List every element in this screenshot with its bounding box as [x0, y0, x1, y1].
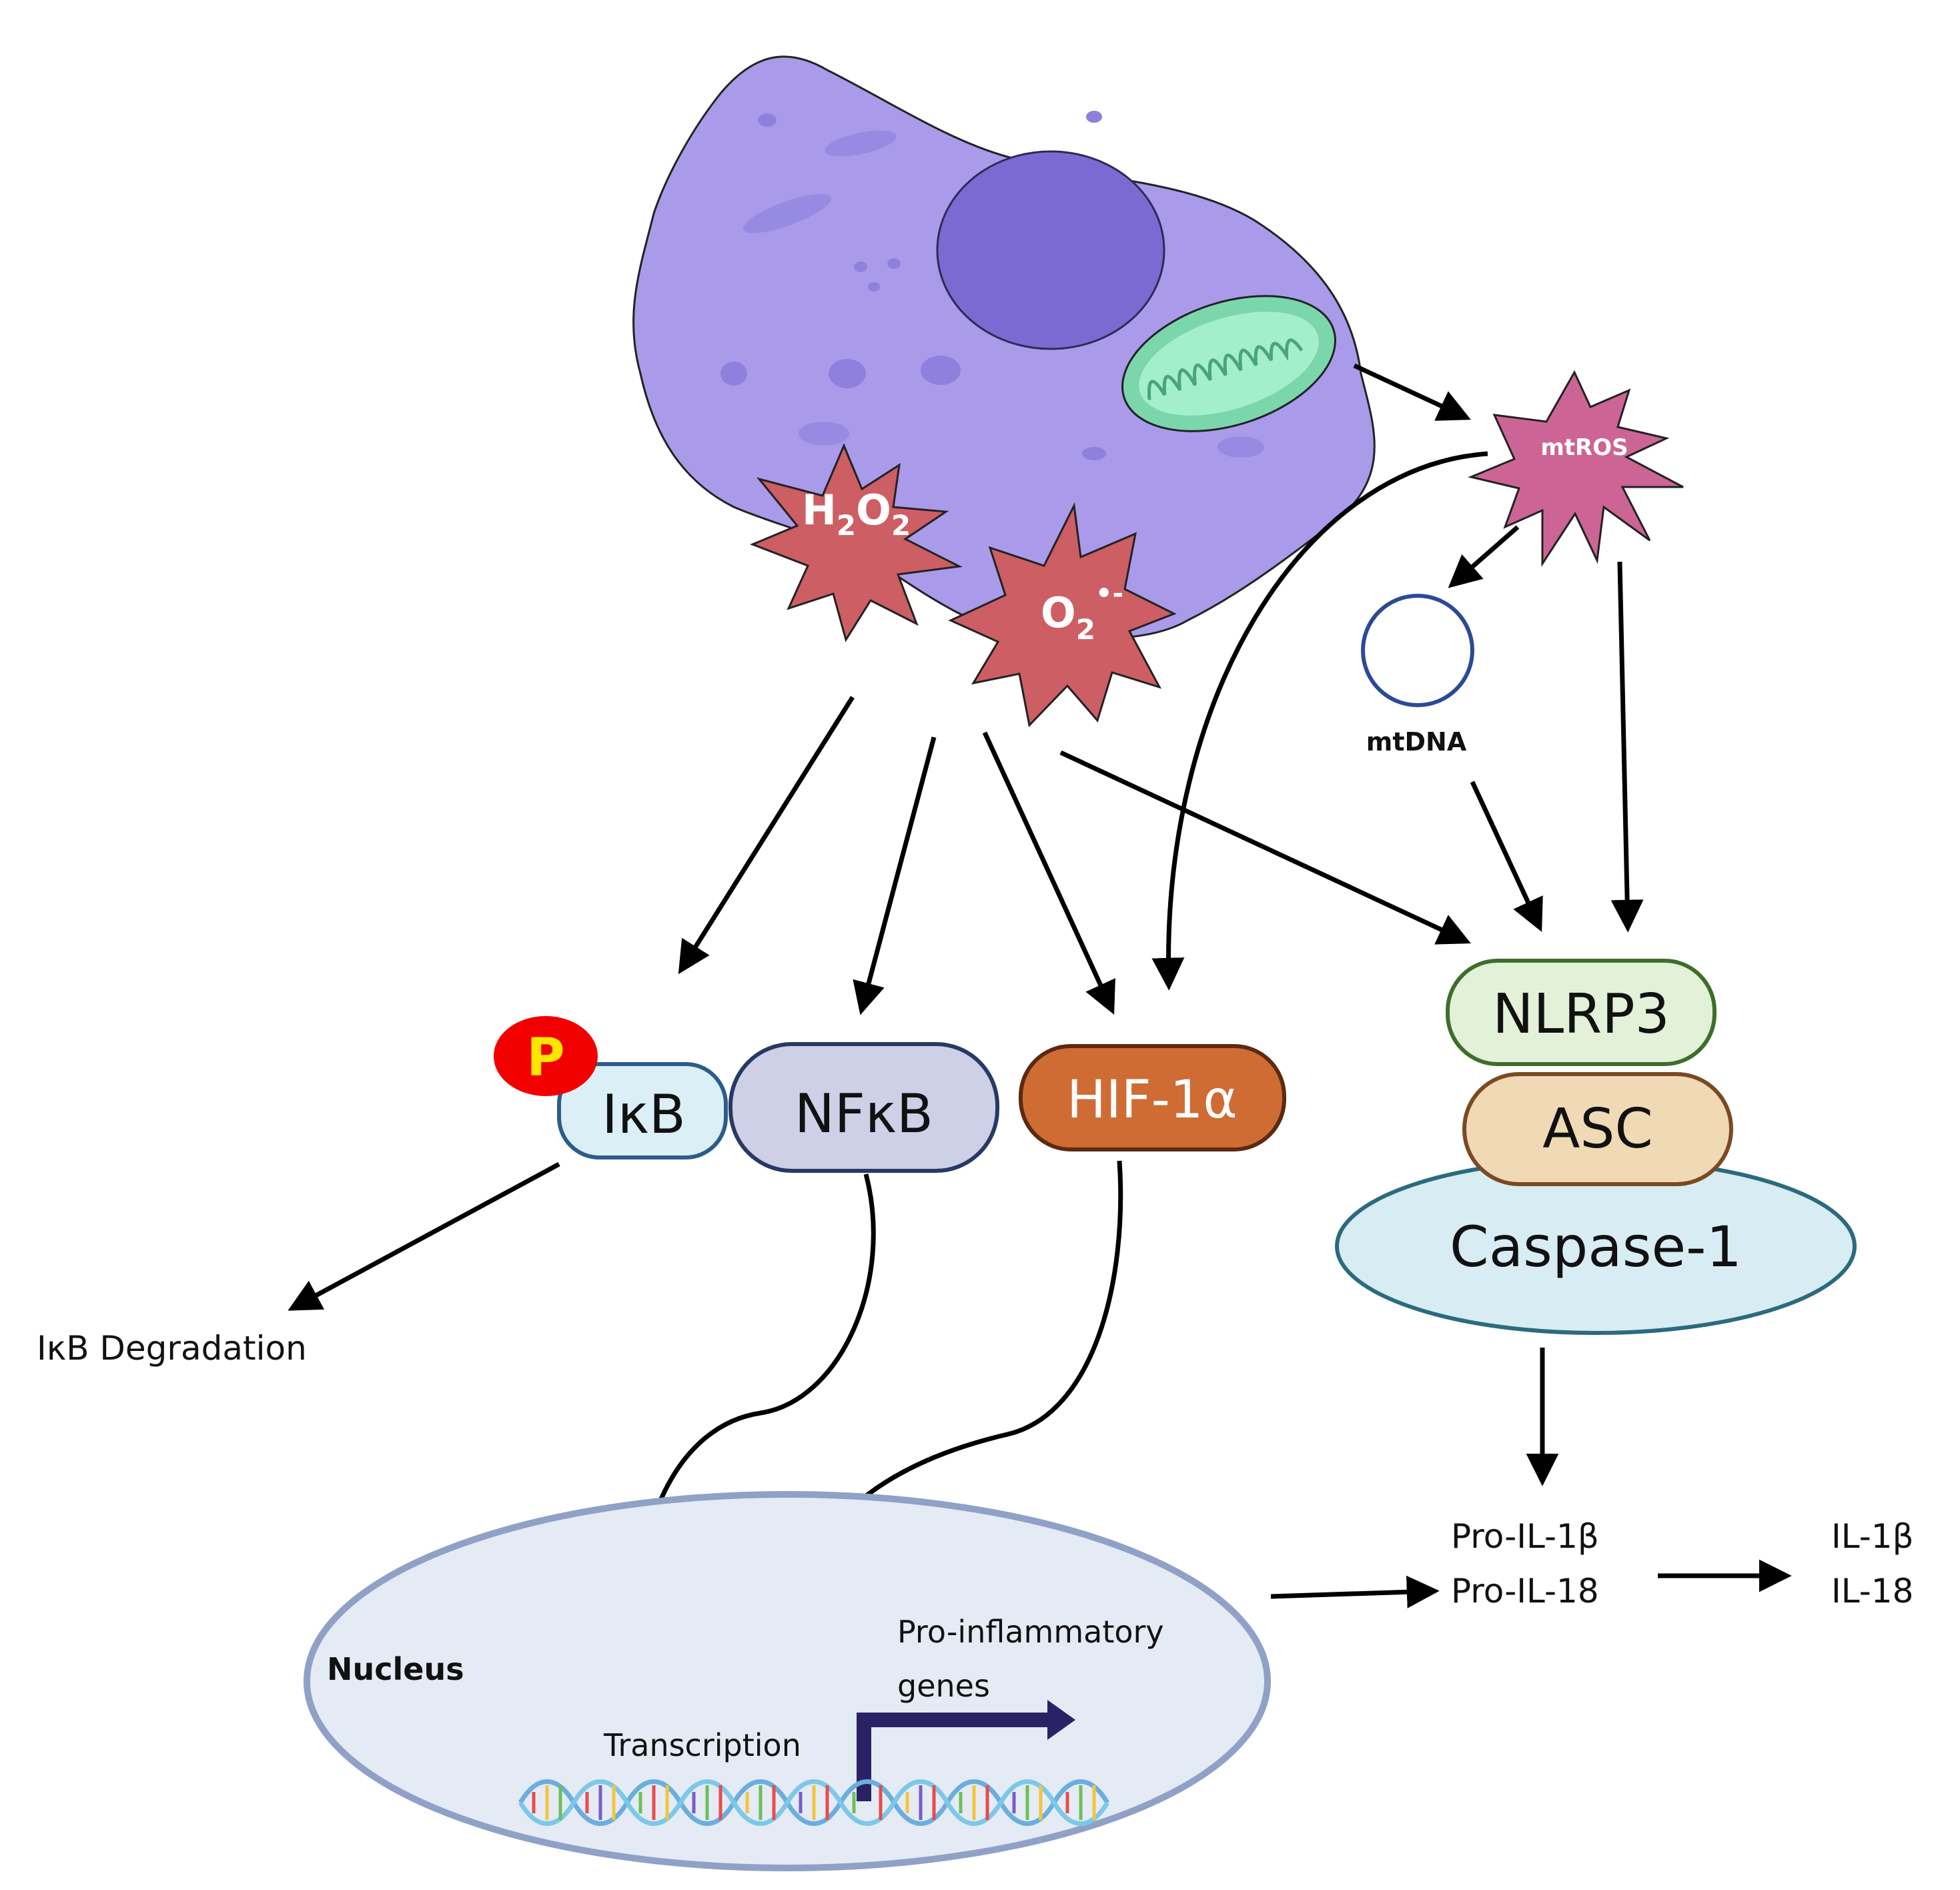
genes-label-line1: Pro-inflammatory: [897, 1614, 1164, 1650]
arrow-ikb-to-degradation: [288, 1161, 560, 1311]
arrow-mtros-to-mtdna: [1448, 525, 1520, 588]
hif-complex: HIF-1α: [1019, 1044, 1286, 1151]
promoter-arrow: [857, 1713, 1051, 1801]
cell-nucleus: [936, 150, 1165, 350]
arrow-mtros-to-hif: [1151, 451, 1488, 991]
svg-text:O2•-: O2•-: [1041, 578, 1123, 646]
nlrp3-label: NLRP3: [1492, 983, 1670, 1046]
arrow-mito-to-mtros: [1353, 363, 1471, 421]
mtros-label: mtROS: [1540, 434, 1628, 461]
il1b-label: IL-1β: [1831, 1517, 1914, 1556]
dna-helix: [518, 1779, 1110, 1826]
arrow-nucleus-to-proil: [1270, 1575, 1440, 1608]
nucleus-compartment: Nucleus Transcription Pro-inflammatory g…: [304, 1491, 1271, 1871]
svg-text:H2O2: H2O2: [802, 486, 911, 542]
hif-label: HIF-1α: [1067, 1070, 1238, 1130]
transcription-label: Transcription: [603, 1727, 801, 1763]
h2o2-o: O: [856, 486, 891, 534]
pro-il1b-label: Pro-IL-1β: [1451, 1517, 1599, 1556]
ikb-degradation-label: IκB Degradation: [37, 1329, 307, 1368]
mtdna-circle: [1361, 594, 1474, 707]
caspase-label: Caspase-1: [1450, 1214, 1742, 1280]
mtros: mtROS: [1468, 370, 1684, 568]
arrow-ros-to-ikb: [678, 696, 855, 975]
h2o2-ros: H2O2: [749, 443, 963, 642]
nucleus-label: Nucleus: [327, 1651, 464, 1687]
phospho-label: P: [526, 1028, 564, 1088]
h2o2-h: H: [802, 486, 837, 534]
asc-label: ASC: [1542, 1097, 1652, 1161]
mtdna-label: mtDNA: [1366, 727, 1467, 757]
arrow-mtdna-to-nlrp3: [1470, 781, 1543, 932]
h2o2-sub1: 2: [837, 509, 856, 542]
nucleus-ellipse: [304, 1491, 1271, 1871]
arrow-ros-to-hif: [982, 731, 1115, 1015]
arrow-mtros-to-nlrp3: [1610, 561, 1644, 933]
nlrp3-box: [1446, 959, 1717, 1066]
arrow-ros-to-nfkb: [853, 737, 937, 1015]
ikb-box: [557, 1062, 728, 1159]
nfkb-label: NFκB: [795, 1083, 933, 1145]
asc-box: [1462, 1072, 1733, 1186]
superoxide-sup: •-: [1095, 578, 1123, 609]
arrow-ros-to-nlrp3: [1059, 750, 1471, 945]
superoxide-sub: 2: [1076, 613, 1095, 646]
superoxide-ros: O2•-: [948, 502, 1177, 728]
h2o2-sub2: 2: [891, 509, 911, 542]
genes-label-line2: genes: [897, 1668, 990, 1704]
ikb-nfkb-complex: IκB NFκB P: [494, 1016, 999, 1173]
nfkb-box: [728, 1042, 999, 1173]
superoxide-o: O: [1041, 588, 1076, 637]
hif-box: [1019, 1044, 1286, 1151]
ikb-label: IκB: [602, 1083, 686, 1145]
macrophage-cell: [632, 55, 1376, 640]
inflammasome: Caspase-1 ASC NLRP3: [1335, 959, 1857, 1335]
il18-label: IL-18: [1831, 1572, 1913, 1610]
pro-il18-label: Pro-IL-18: [1451, 1572, 1599, 1610]
phospho-badge: [494, 1016, 598, 1096]
mitochondrion: [1121, 295, 1336, 432]
